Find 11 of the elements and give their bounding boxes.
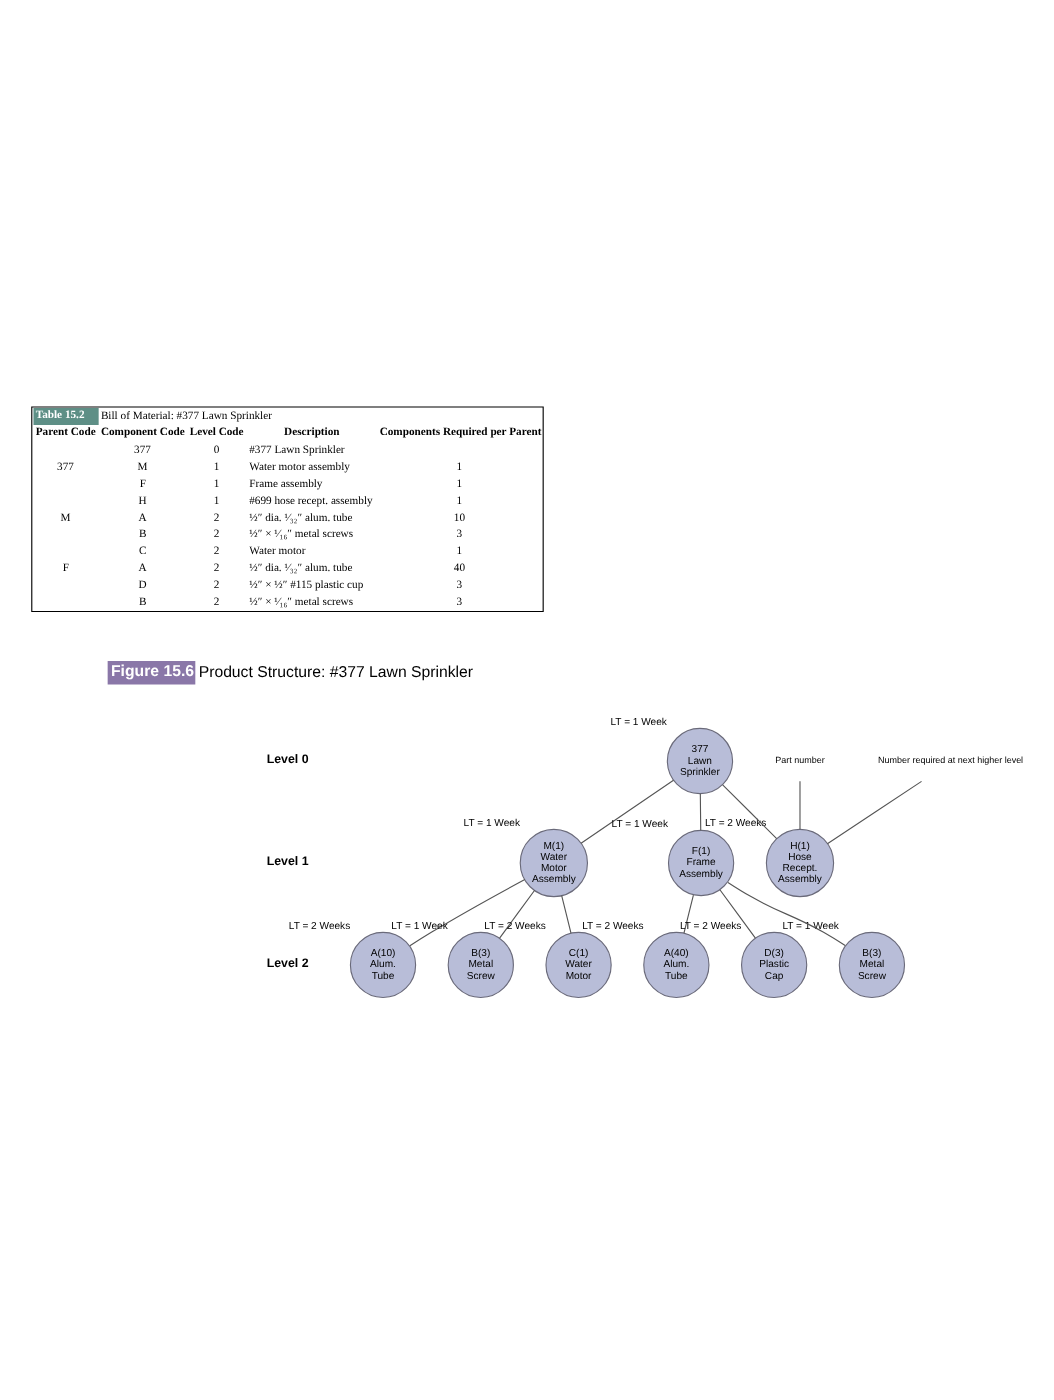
connector	[726, 881, 845, 947]
connector	[579, 779, 674, 844]
connector	[408, 878, 525, 947]
connector	[798, 780, 800, 830]
connector	[825, 780, 922, 845]
connector	[721, 784, 777, 840]
connector	[498, 889, 535, 939]
connector	[560, 895, 571, 934]
connector	[698, 793, 701, 831]
connector	[682, 894, 693, 934]
connector	[718, 889, 755, 939]
